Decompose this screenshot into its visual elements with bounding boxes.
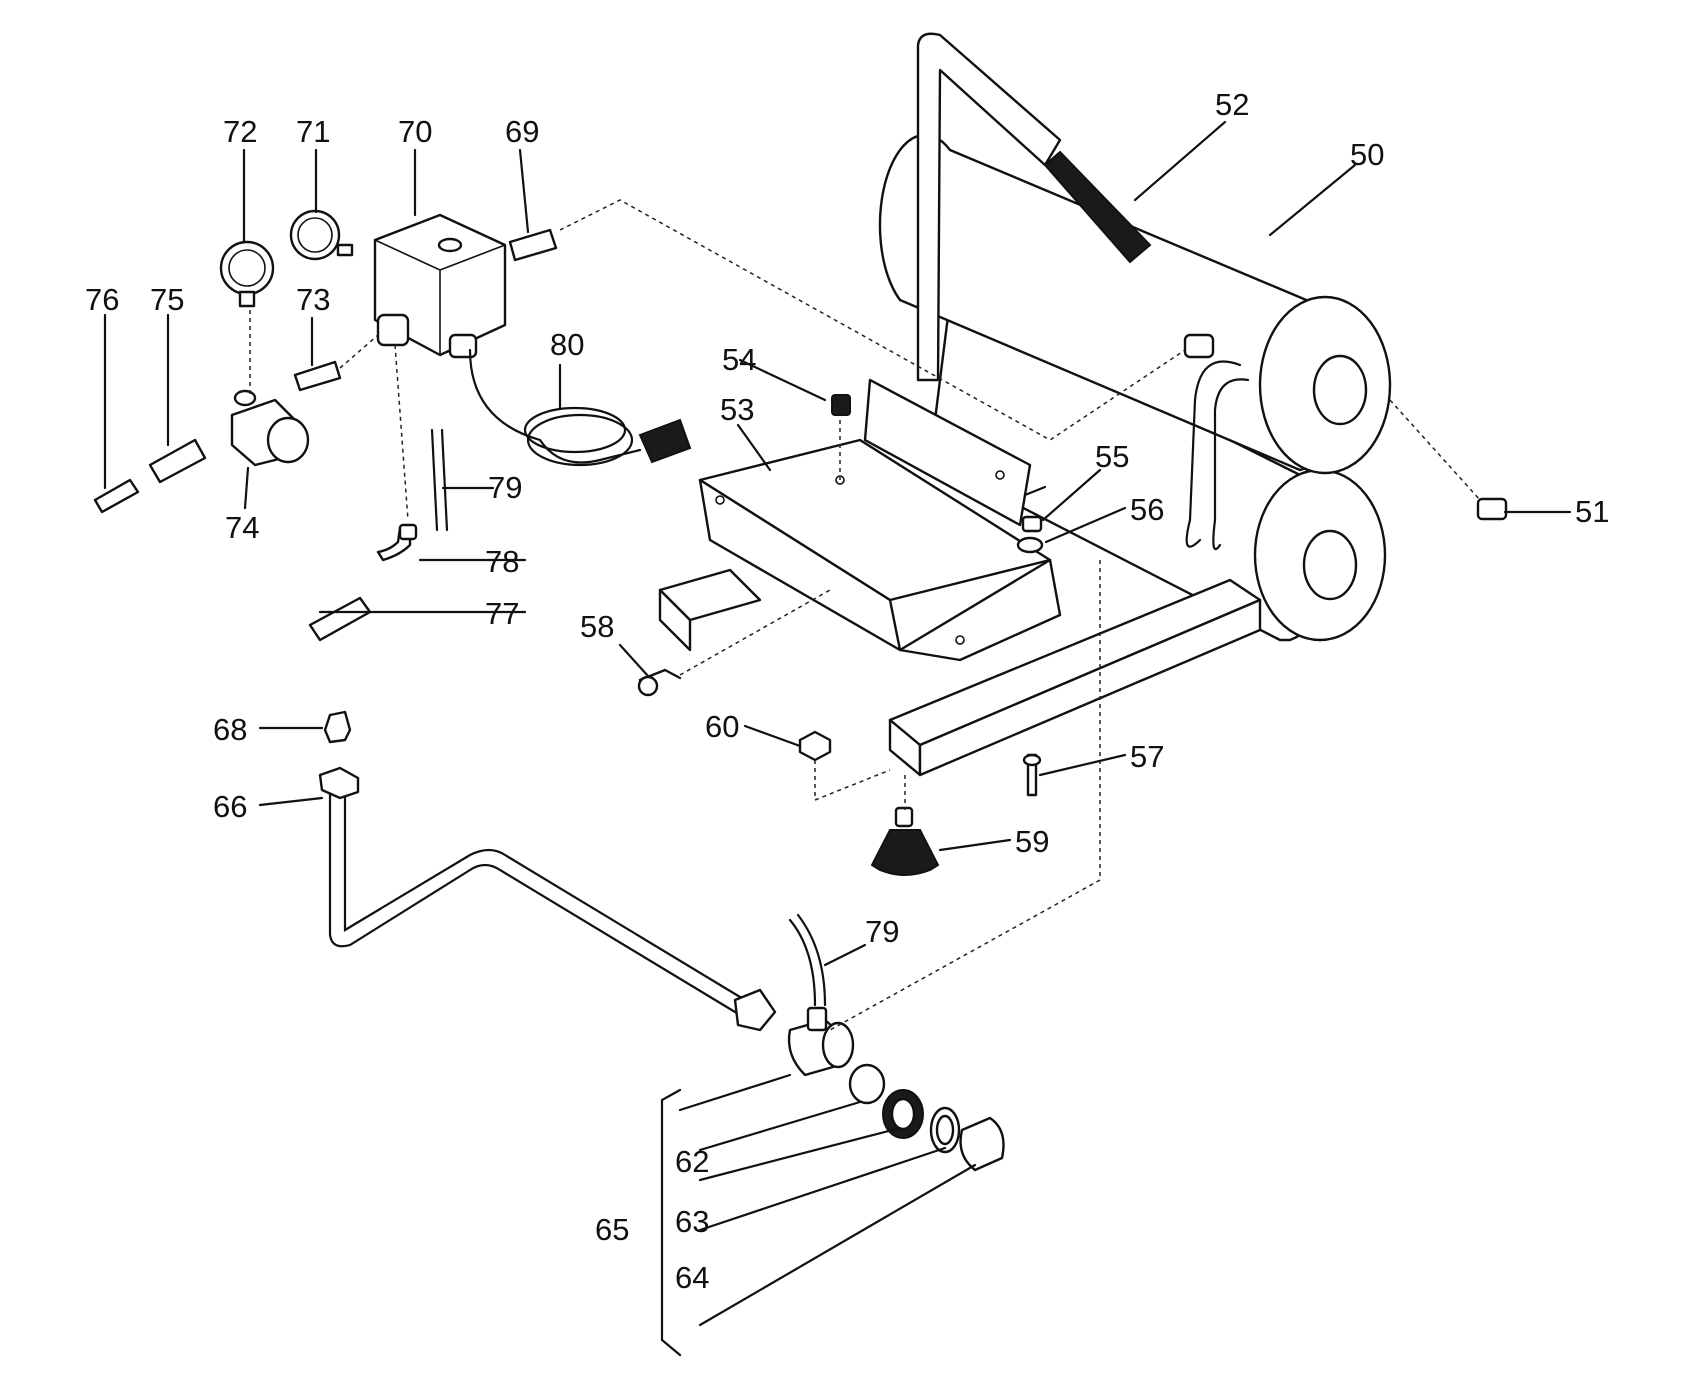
- callout-65: 65: [595, 1212, 629, 1247]
- rubber-foot-59: [870, 829, 940, 876]
- callout-50: 50: [1350, 137, 1384, 172]
- mounting-bracket: [698, 378, 1062, 662]
- air-tanks: [878, 32, 1392, 642]
- callout-55: 55: [1095, 439, 1129, 474]
- assembly-guide-lines: [249, 199, 1481, 1031]
- callout-73: 73: [296, 282, 330, 317]
- callout-64: 64: [675, 1260, 709, 1295]
- callout-76: 76: [85, 282, 119, 317]
- discharge-tube-assembly: [318, 710, 1005, 1172]
- callout-68: 68: [213, 712, 247, 747]
- callout-70: 70: [398, 114, 432, 149]
- callout-80: 80: [550, 327, 584, 362]
- callout-78: 78: [485, 544, 519, 579]
- callout-63: 63: [675, 1204, 709, 1239]
- pressure-switch-assembly: [93, 209, 692, 642]
- washer-56: [1016, 536, 1044, 554]
- callout-56: 56: [1130, 492, 1164, 527]
- leader-lines: [103, 120, 1572, 1357]
- callout-71: 71: [296, 114, 330, 149]
- callout-79-lower: 79: [865, 914, 899, 949]
- callout-58: 58: [580, 609, 614, 644]
- callout-79-upper: 79: [488, 470, 522, 505]
- callout-57: 57: [1130, 739, 1164, 774]
- callout-52: 52: [1215, 87, 1249, 122]
- callout-74: 74: [225, 510, 259, 545]
- screw-54: [831, 394, 851, 416]
- callout-51: 51: [1575, 494, 1609, 529]
- callout-62: 62: [675, 1144, 709, 1179]
- callout-54: 54: [722, 342, 756, 377]
- callout-53: 53: [720, 392, 754, 427]
- nut-60: [798, 730, 832, 762]
- callout-66: 66: [213, 789, 247, 824]
- fitting-51: [1476, 497, 1508, 521]
- callout-72: 72: [223, 114, 257, 149]
- base-rails: [658, 568, 1262, 777]
- callout-60: 60: [705, 709, 739, 744]
- nut-55: [1021, 515, 1043, 533]
- callout-77: 77: [485, 596, 519, 631]
- callout-59: 59: [1015, 824, 1049, 859]
- callout-75: 75: [150, 282, 184, 317]
- callout-69: 69: [505, 114, 539, 149]
- callout-labels: 50 51 52 53 54 55 56 57 58 59 60 62 63 6…: [85, 87, 1609, 1295]
